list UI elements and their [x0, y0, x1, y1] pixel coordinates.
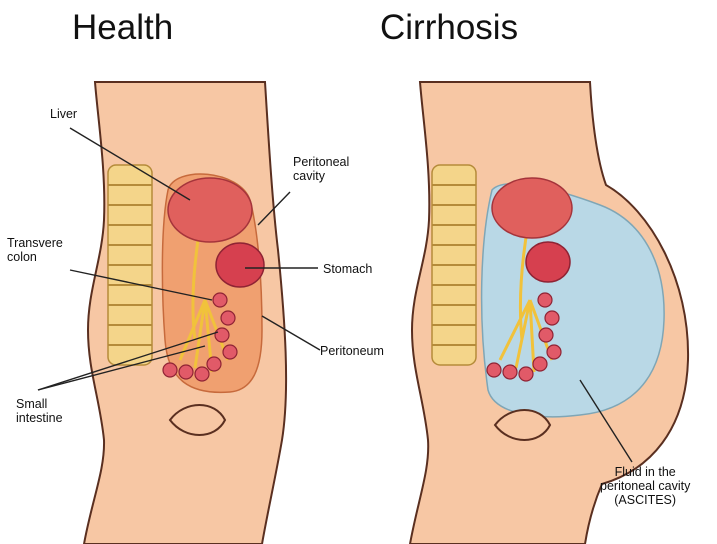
health-stomach [216, 243, 264, 287]
peritoneal-cavity-label: Peritoneal cavity [293, 155, 349, 183]
health-spine [108, 165, 152, 365]
cirrhosis-liver [492, 178, 572, 238]
cirrhosis-spine [432, 165, 476, 365]
stomach-label: Stomach [323, 262, 372, 276]
fluid-label: Fluid in the peritoneal cavity (ASCITES) [600, 465, 690, 507]
health-figure [84, 82, 286, 544]
transverse-colon-label: Transvere colon [7, 236, 63, 264]
cirrhosis-stomach [526, 242, 570, 282]
peritoneum-label: Peritoneum [320, 344, 384, 358]
small-intestine-label: Small intestine [16, 397, 63, 425]
health-liver [168, 178, 252, 242]
liver-label: Liver [50, 107, 77, 121]
